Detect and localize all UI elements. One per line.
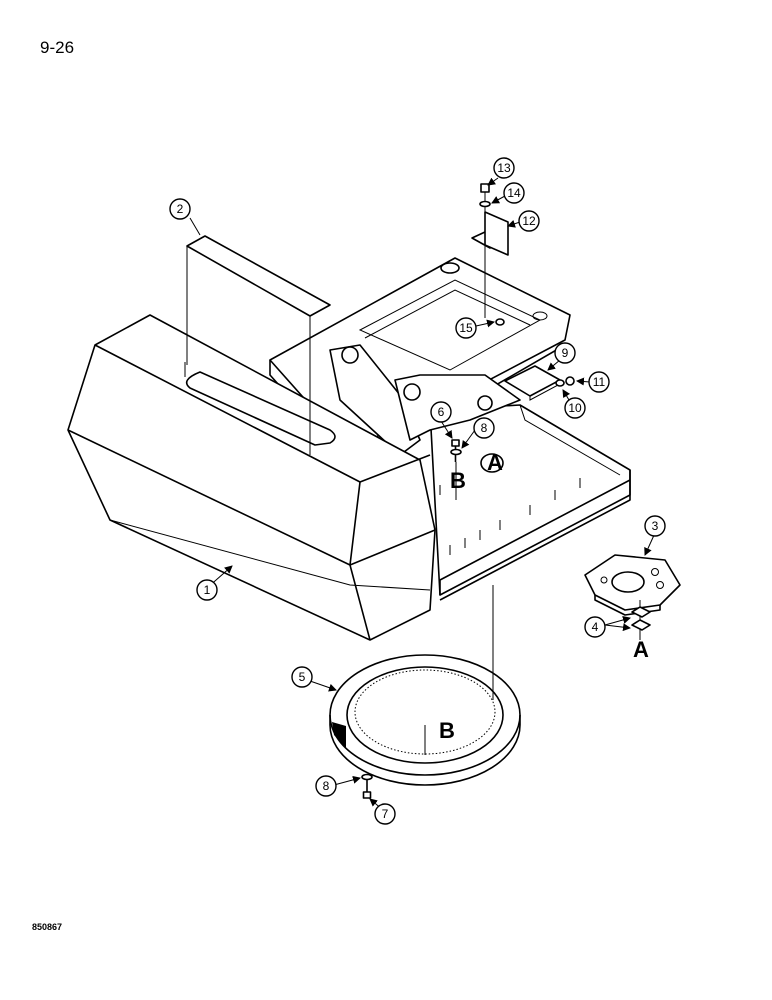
callout-8-lower: 8	[315, 775, 337, 797]
page-number: 9-26	[40, 38, 75, 57]
callout-label: 14	[507, 186, 521, 200]
bracket-assembly	[471, 183, 509, 326]
callout-label: 8	[323, 779, 330, 793]
swing-bearing	[329, 654, 521, 786]
small-plate-assembly	[504, 365, 575, 401]
callout-1: 1	[196, 579, 218, 601]
callout-label: 6	[438, 405, 445, 419]
drawing-code: 850867	[32, 922, 63, 932]
callout-label: 2	[177, 202, 184, 216]
callout-15: 15	[455, 317, 477, 339]
callout-label: 1	[204, 583, 211, 597]
callout-2: 2	[169, 198, 191, 220]
callout-8-upper: 8	[473, 417, 495, 439]
callout-11: 11	[588, 371, 610, 393]
callout-6: 6	[430, 401, 452, 423]
ref-letter-b-bearing: B	[439, 718, 455, 743]
callout-label: 3	[652, 519, 659, 533]
callout-10: 10	[564, 397, 586, 419]
callout-label: 5	[299, 670, 306, 684]
callout-5: 5	[291, 666, 313, 688]
callout-12: 12	[518, 210, 540, 232]
callout-4: 4	[584, 616, 606, 638]
ref-letter-a-frame: A	[487, 450, 503, 475]
callout-label: 12	[522, 214, 536, 228]
counterweight	[67, 314, 436, 641]
callout-label: 8	[481, 421, 488, 435]
cover-plate	[186, 235, 331, 317]
callout-label: 10	[568, 401, 582, 415]
callout-label: 9	[562, 346, 569, 360]
callout-7: 7	[374, 803, 396, 825]
callout-label: 7	[382, 807, 389, 821]
callout-label: 11	[593, 375, 606, 389]
callout-label: 13	[497, 161, 511, 175]
ref-letter-a-plate: A	[633, 637, 649, 662]
ref-letter-b-frame: B	[450, 468, 466, 493]
callout-label: 15	[459, 321, 473, 335]
callout-13: 13	[493, 157, 515, 179]
callout-3: 3	[644, 515, 666, 537]
callout-9: 9	[554, 342, 576, 364]
mount-plate-assembly	[584, 554, 681, 640]
callout-label: 4	[592, 620, 599, 634]
bolt-washer-lower	[361, 773, 373, 799]
bolt-washer-upper	[450, 439, 462, 500]
callout-14: 14	[503, 182, 525, 204]
